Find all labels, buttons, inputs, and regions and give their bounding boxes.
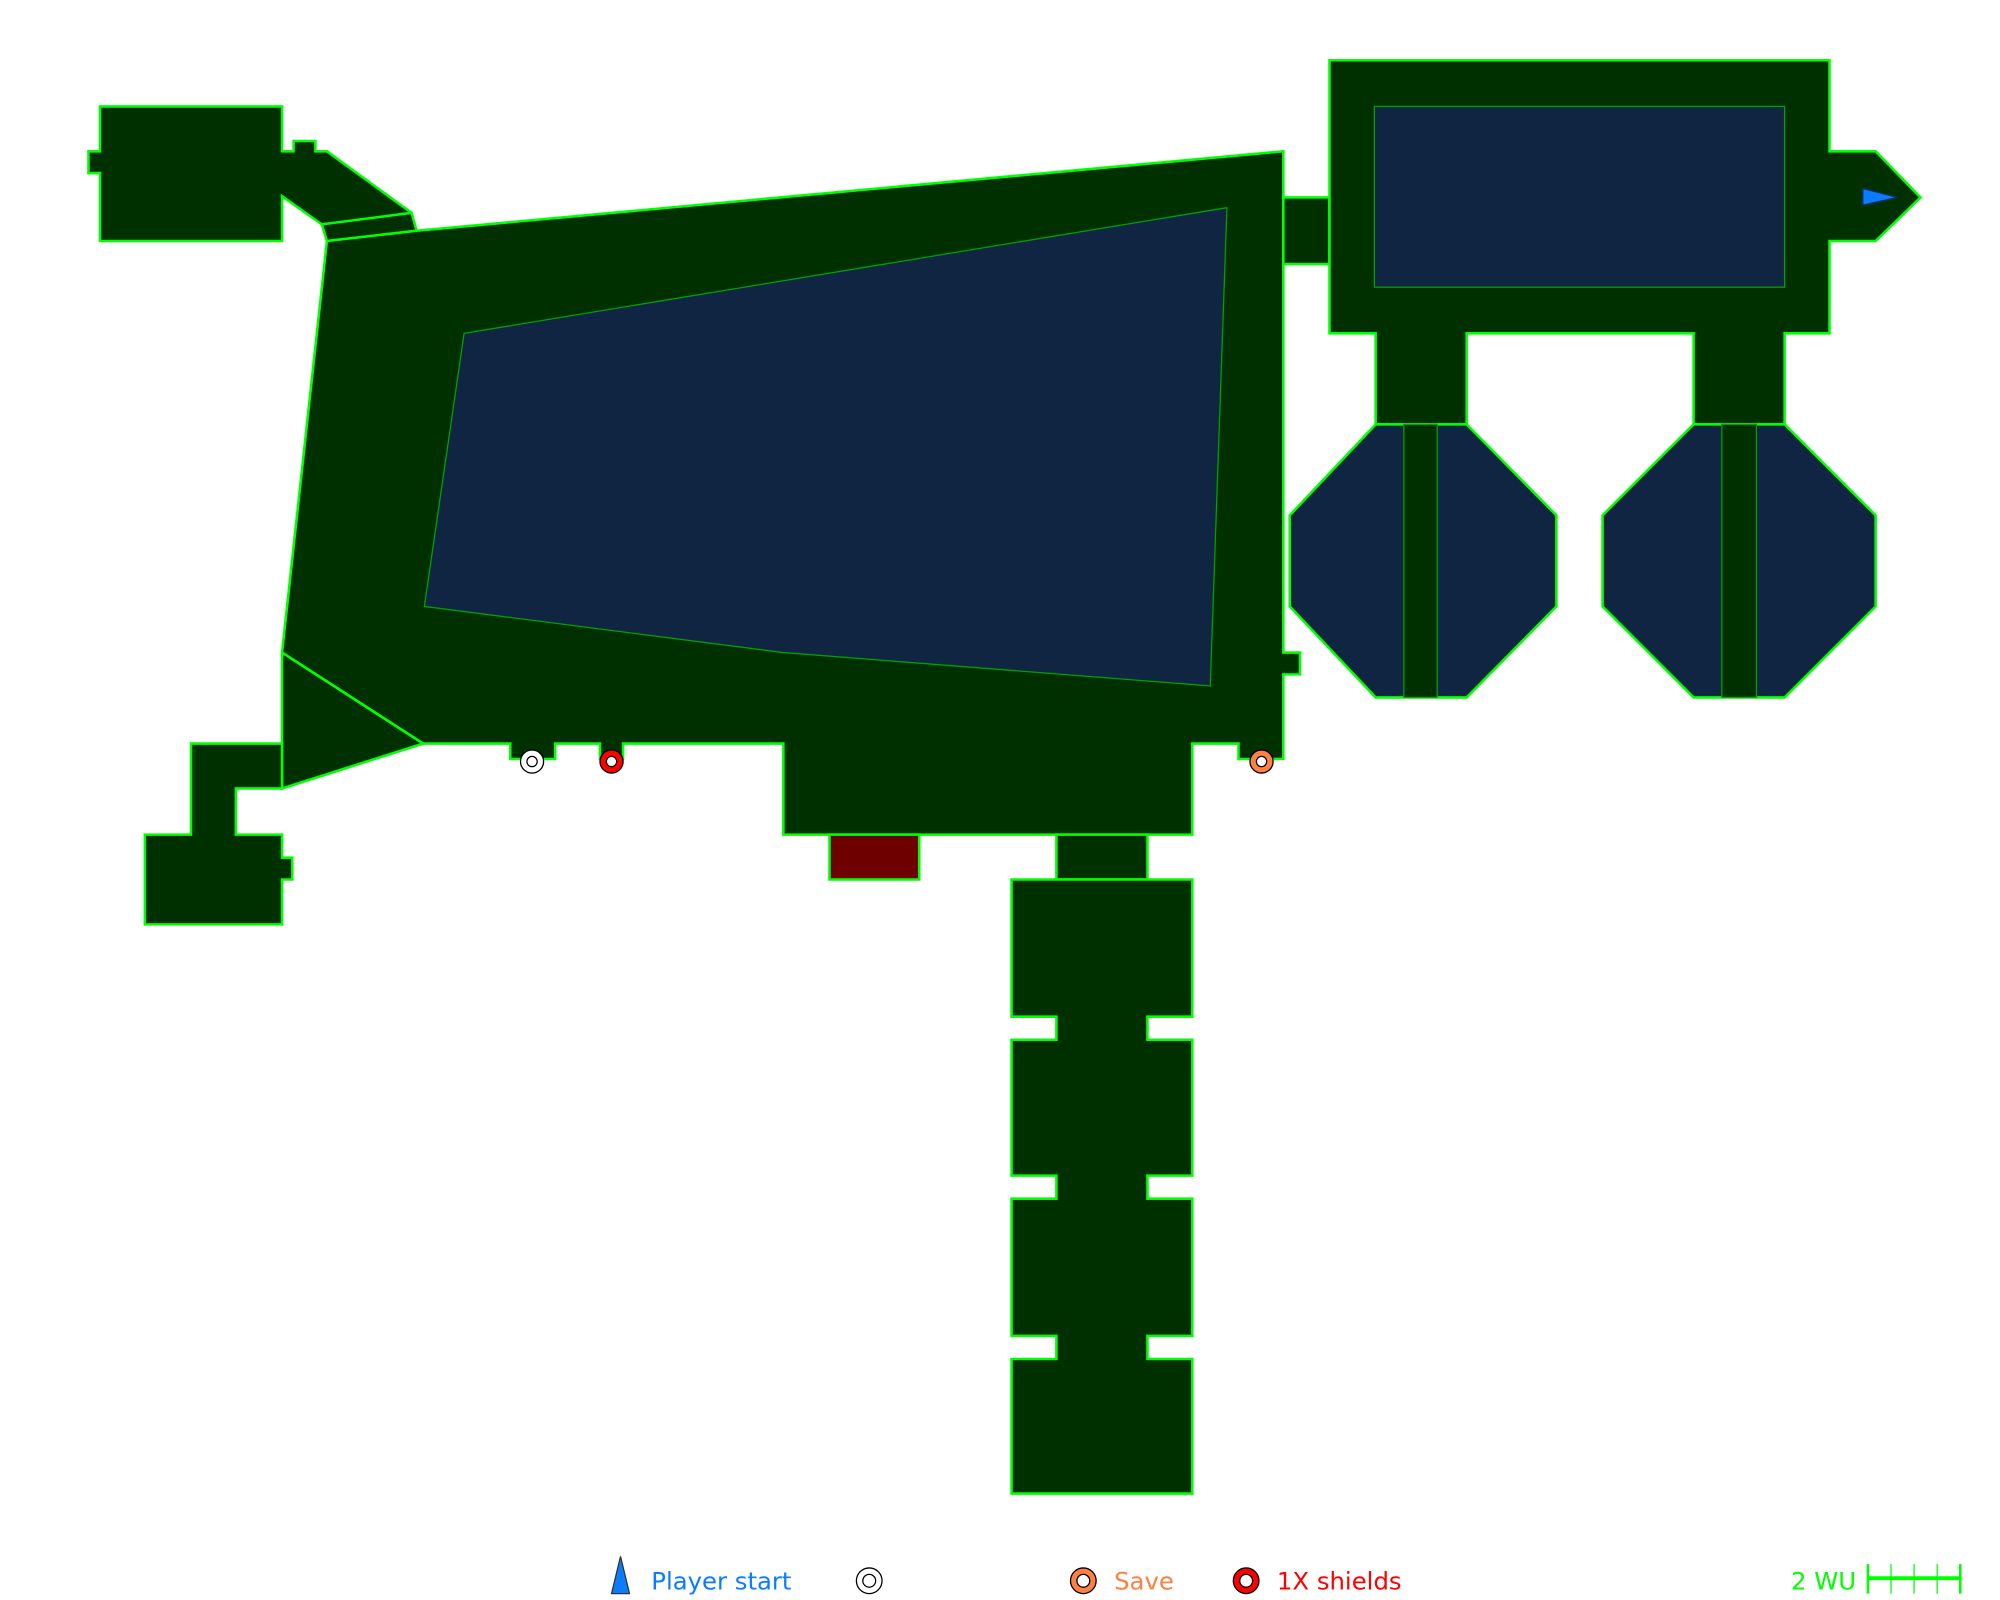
ring-icon: [855, 1567, 883, 1595]
bottom-left-room: [143, 742, 294, 926]
shields-icon: [1232, 1567, 1260, 1595]
pickup-save: [1249, 749, 1274, 774]
legend: Player start Save 1X shields 2 WU: [610, 1556, 1962, 1596]
pickup-ring: [519, 749, 545, 774]
left-octagon-walkway: [1403, 423, 1438, 699]
hazard-zone: [828, 833, 921, 881]
legend-save: Save: [1114, 1567, 1174, 1596]
east-pool: [1373, 105, 1786, 288]
scale-bar: [1866, 1564, 1962, 1594]
legend-shields: 1X shields: [1277, 1567, 1402, 1596]
main-pool: [423, 206, 1228, 687]
east-connector: [1282, 196, 1331, 266]
south-connector: [1055, 833, 1149, 881]
player-start-marker: [1862, 187, 1898, 206]
player-start-icon: [610, 1556, 631, 1595]
scale-label: 2 WU: [1791, 1567, 1856, 1596]
right-octagon-walkway: [1721, 423, 1758, 699]
top-left-room: [87, 105, 419, 243]
legend-player-start: Player start: [651, 1567, 791, 1596]
corner-triangle: [280, 650, 427, 791]
save-icon: [1069, 1567, 1097, 1595]
south-tower: [1010, 878, 1194, 1495]
pickup-shields: [599, 749, 624, 774]
